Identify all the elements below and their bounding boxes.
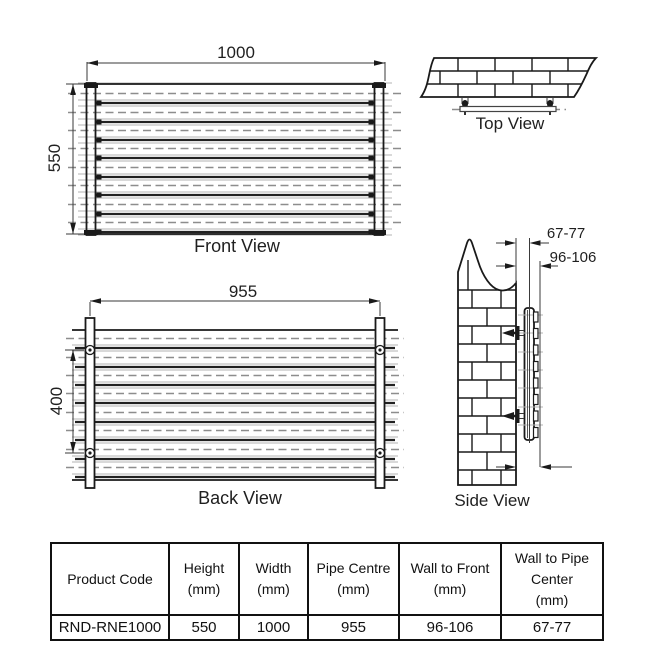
side-view-tube-lines <box>518 314 543 426</box>
front-width-dim-label: 1000 <box>217 43 255 62</box>
side-view-label: Side View <box>454 491 530 510</box>
top-view-drawing: Top View <box>419 57 599 133</box>
spec-table: Product Code Height (mm) Width (mm) Pipe… <box>50 542 604 641</box>
side-view-drawing: 67-77 96-106 Side View <box>454 225 596 510</box>
col-header-width: Width (mm) <box>238 542 309 616</box>
col-header-height: Height (mm) <box>168 542 240 616</box>
front-height-dim-label: 550 <box>45 144 64 172</box>
back-bracket-dimension: 400 <box>47 349 84 454</box>
col-header-pipe-centre: Pipe Centre (mm) <box>307 542 400 616</box>
spec-table-data-row: RND-RNE1000 550 1000 955 96-106 67-77 <box>50 614 604 641</box>
front-view-label: Front View <box>194 236 281 256</box>
cell-product-code: RND-RNE1000 <box>50 614 170 641</box>
back-view-drawing: 955 400 Back View <box>47 282 406 508</box>
top-view-label: Top View <box>476 114 545 133</box>
side-wall-to-front-dimension: 96-106 <box>496 249 596 470</box>
back-pipe-centre-dim-label: 955 <box>229 282 257 301</box>
side-view-bracket-bottom <box>502 409 524 423</box>
back-pipe-centre-dimension: 955 <box>89 282 381 316</box>
side-view-bracket-top <box>502 326 524 340</box>
back-mounting-holes <box>84 344 386 459</box>
spec-table-header-row: Product Code Height (mm) Width (mm) Pipe… <box>50 542 604 616</box>
back-left-bracket-bar <box>84 317 96 489</box>
front-height-dimension: 550 <box>45 83 84 235</box>
cell-width: 1000 <box>238 614 309 641</box>
cell-pipe-centre: 955 <box>307 614 400 641</box>
col-header-product-code: Product Code <box>50 542 170 616</box>
back-bracket-dim-label: 400 <box>47 387 66 415</box>
side-view-tube-notches <box>532 311 539 439</box>
cell-wall-to-pipe-center: 67-77 <box>500 614 604 641</box>
cell-height: 550 <box>168 614 240 641</box>
side-wall-to-pipe-dim-label: 67-77 <box>547 225 585 242</box>
cell-wall-to-front: 96-106 <box>398 614 502 641</box>
col-header-wall-to-pipe-center: Wall to Pipe Center (mm) <box>500 542 604 616</box>
back-view-label: Back View <box>198 488 283 508</box>
side-wall-to-front-dim-label: 96-106 <box>550 249 597 266</box>
top-view-radiator-profile <box>459 105 557 113</box>
top-view-wall <box>419 57 599 98</box>
back-right-bracket-bar <box>374 317 386 489</box>
front-view-drawing: 1000 550 Front View <box>45 43 404 256</box>
col-header-wall-to-front: Wall to Front (mm) <box>398 542 502 616</box>
side-wall-to-pipe-dimension: 67-77 <box>496 225 585 443</box>
front-width-dimension: 1000 <box>86 43 386 81</box>
